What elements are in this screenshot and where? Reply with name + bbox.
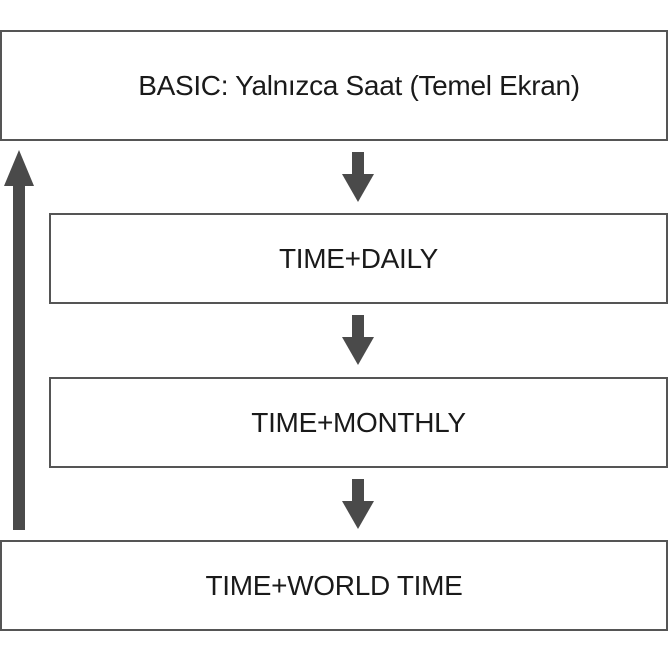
step-basic-box: BASIC: Yalnızca Saat (Temel Ekran) [0, 30, 668, 141]
down-arrow-icon [342, 315, 374, 365]
step-basic-label: BASIC: Yalnızca Saat (Temel Ekran) [138, 69, 580, 101]
down-arrow-icon [342, 152, 374, 202]
step-daily-label: TIME+DAILY [278, 242, 439, 274]
down-arrow-icon [342, 479, 374, 529]
step-monthly-box: TIME+MONTHLY [49, 377, 668, 468]
step-monthly-label: TIME+MONTHLY [251, 406, 466, 438]
return-up-arrow-icon [4, 150, 34, 530]
step-world-time-label: TIME+WORLD TIME [205, 569, 463, 601]
step-daily-box: TIME+DAILY [49, 213, 668, 304]
step-world-time-box: TIME+WORLD TIME [0, 540, 668, 631]
